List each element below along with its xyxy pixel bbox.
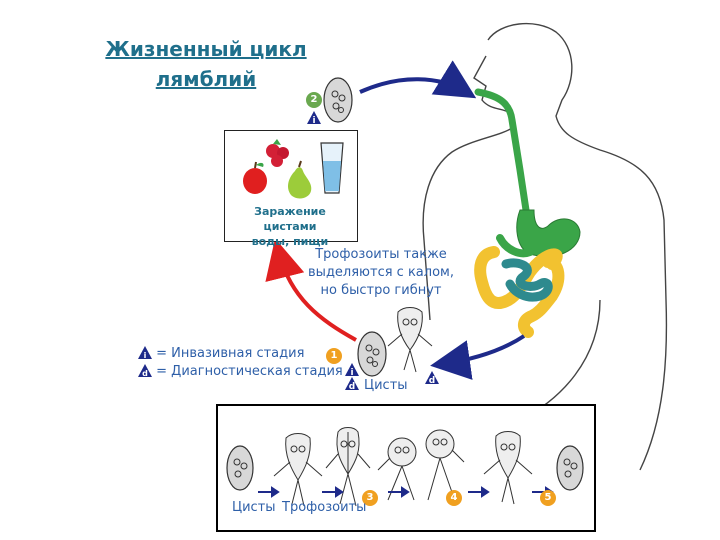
diagnostic-triangle-icon: d: [138, 364, 152, 377]
trophozoite-note-line-1: Трофозоиты также: [315, 247, 447, 262]
apple-icon: [243, 161, 267, 194]
food-water-illustration: [243, 139, 344, 199]
trophozoite-bottom: [387, 307, 433, 373]
svg-text:i: i: [350, 368, 353, 377]
diagnostic-stage-icon-troph: d: [424, 370, 440, 389]
svg-text:i: i: [144, 351, 147, 359]
title-line-2: лямблий: [155, 67, 257, 91]
strip-trophozoite-1: [273, 433, 323, 507]
svg-text:d: d: [429, 376, 435, 385]
strip-trophozoite-2: [483, 431, 533, 505]
step-1-badge: 1: [326, 348, 342, 364]
trophozoite-note-line-2: выделяются с калом,: [308, 265, 454, 280]
strip-trophozoite-pair: [377, 429, 465, 501]
cyst-bottom: [357, 331, 387, 377]
water-glass-icon: [320, 142, 344, 194]
invasive-stage-icon: i: [306, 110, 322, 129]
excystation-strip: [216, 404, 596, 532]
small-intestine: [501, 258, 553, 302]
step-4-badge: 4: [446, 490, 462, 506]
infection-box: [224, 130, 358, 242]
legend-invasive: i = Инвазивная стадия: [138, 346, 304, 362]
arrow-to-environment: [265, 238, 357, 342]
strip-dividing-trophozoite: [325, 427, 371, 507]
diagnostic-stage-icon-bottom: d: [344, 376, 360, 395]
cysts-label: Цисты: [364, 378, 408, 393]
svg-text:d: d: [142, 369, 148, 377]
svg-text:i: i: [312, 116, 315, 125]
stomach: [516, 209, 581, 258]
strip-arrows: [258, 486, 554, 498]
trophozoite-note: Трофозоиты также выделяются с калом, но …: [306, 246, 456, 300]
infection-caption: Заражение цистами воды, пищи: [226, 204, 354, 249]
invasive-stage-icon-bottom: i: [344, 362, 360, 381]
trophozoite-note-line-3: но быстро гибнут: [320, 283, 442, 298]
strip-cyst-right: [556, 445, 584, 491]
excystation-sequence: [226, 427, 584, 507]
step-2-badge: 2: [306, 92, 322, 108]
legend-invasive-label: = Инвазивная стадия: [156, 346, 305, 361]
raspberry-icon: [266, 139, 289, 167]
invasive-triangle-icon: i: [138, 346, 152, 359]
strip-cyst-left: [226, 445, 254, 491]
esophagus: [474, 88, 530, 214]
svg-text:d: d: [349, 382, 355, 391]
legend-diagnostic-label: = Диагностическая стадия: [156, 364, 343, 379]
step-3-badge: 3: [362, 490, 378, 506]
cyst-top: [323, 77, 353, 123]
infection-caption-line-2: воды, пищи: [251, 235, 329, 248]
infection-caption-line-1: Заражение цистами: [254, 205, 326, 233]
diagram-title: Жизненный цикл лямблий: [96, 34, 316, 94]
strip-cysts-label: Цисты: [232, 500, 276, 515]
pear-icon: [288, 160, 312, 199]
arrow-to-mouth: [359, 60, 477, 99]
legend-diagnostic: d = Диагностическая стадия: [138, 364, 343, 380]
strip-trophozoites-label: Трофозоиты: [282, 500, 367, 515]
title-line-1: Жизненный цикл: [105, 37, 307, 61]
arrow-to-cysts: [430, 334, 526, 380]
step-5-badge: 5: [540, 490, 556, 506]
